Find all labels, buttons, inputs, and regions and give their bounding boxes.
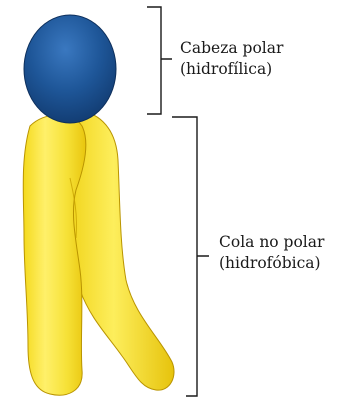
nonpolar-tail-label: Cola no polar (hidrofóbica): [219, 232, 324, 274]
left-tail-chain: [23, 115, 86, 395]
nonpolar-tail-label-line1: Cola no polar: [219, 232, 324, 253]
polar-head-label-line2: (hidrofílica): [180, 59, 283, 80]
polar-head: [24, 15, 116, 123]
tail-bracket: [172, 117, 209, 396]
polar-head-label: Cabeza polar (hidrofílica): [180, 38, 283, 80]
head-bracket: [147, 7, 172, 114]
nonpolar-tail-label-line2: (hidrofóbica): [219, 253, 324, 274]
polar-head-label-line1: Cabeza polar: [180, 38, 283, 59]
